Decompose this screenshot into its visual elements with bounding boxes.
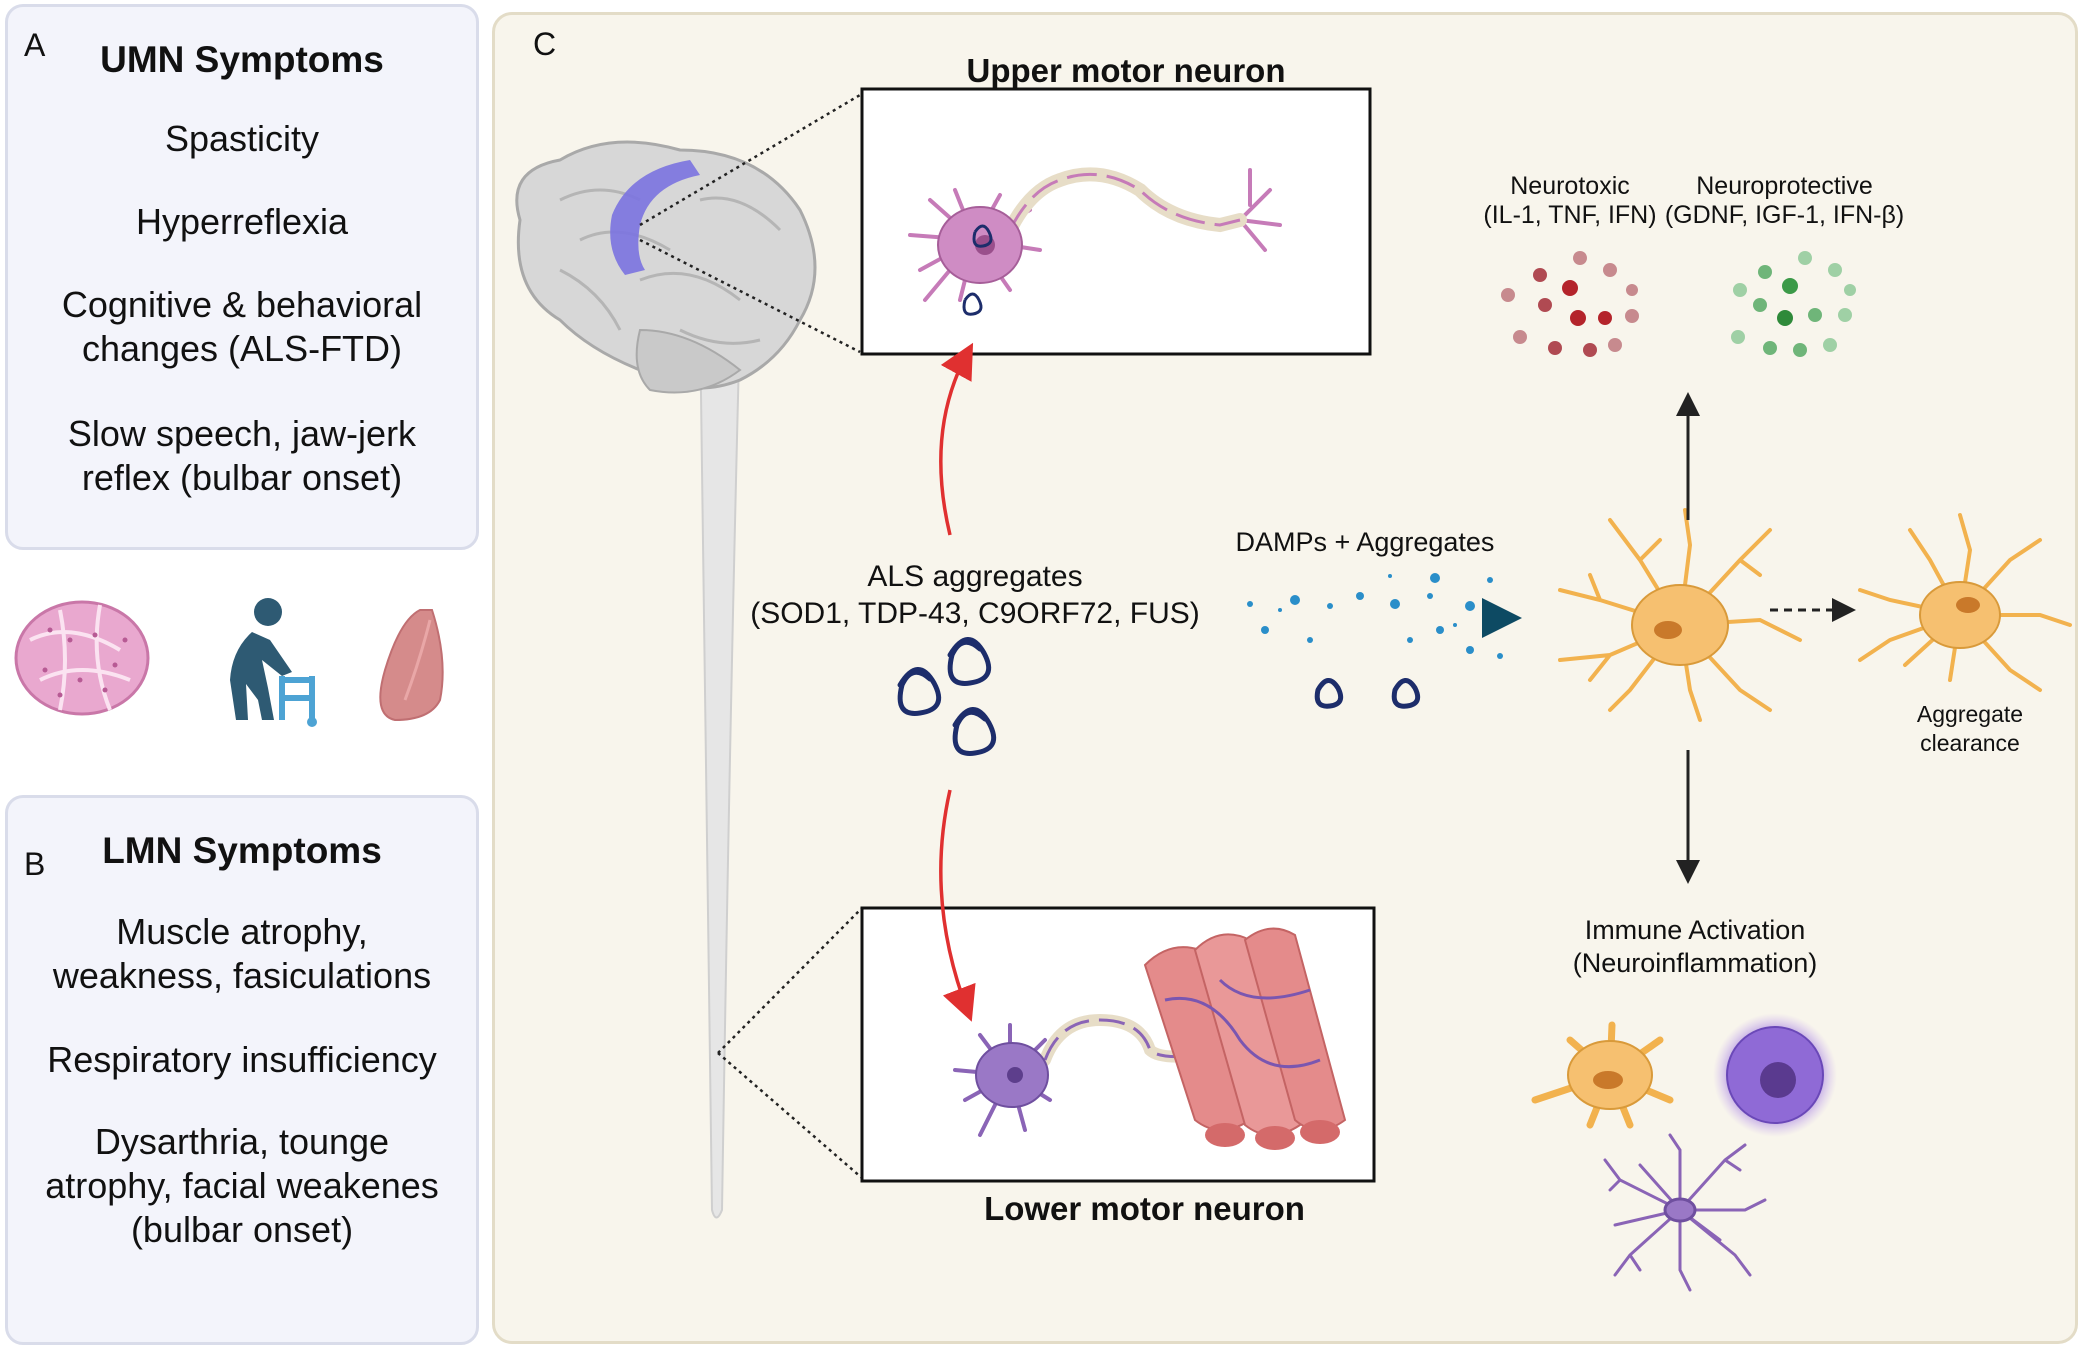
microglia-activated xyxy=(1558,508,1802,722)
als-aggregates-label: ALS aggregates (SOD1, TDP-43, C9ORF72, F… xyxy=(750,560,1200,630)
umn-symptom: Slow speech, jaw-jerk reflex (bulbar ons… xyxy=(67,413,417,498)
microglia-clearance xyxy=(1858,513,2072,692)
walker-person-icon xyxy=(230,598,317,727)
panel-b-letter: B xyxy=(24,846,46,882)
panel-c-letter: C xyxy=(533,26,557,62)
astrocyte-cell xyxy=(1531,1021,1674,1129)
lower-motor-neuron-box xyxy=(860,906,1376,1183)
upper-motor-neuron-label: Upper motor neuron xyxy=(966,52,1286,89)
muscle-fibers xyxy=(1143,927,1347,1150)
damps-dots xyxy=(1247,573,1503,659)
neurotoxic-dots xyxy=(1501,251,1639,357)
middle-icons xyxy=(14,598,444,727)
lower-motor-neuron-label: Lower motor neuron xyxy=(984,1190,1305,1227)
panel-a-letter: A xyxy=(24,27,46,63)
neurotoxic-label: Neurotoxic (IL-1, TNF, IFN) xyxy=(1483,172,1657,229)
panel-a: A UMN Symptoms Spasticity Hyperreflexia … xyxy=(5,4,479,550)
upper-motor-neuron-box xyxy=(860,87,1372,356)
neuroprotective-label: Neuroprotective (GDNF, IGF-1, IFN-β) xyxy=(1664,172,1905,229)
muscle-tissue-icon xyxy=(14,600,150,716)
macrophage-cell xyxy=(1713,1013,1837,1137)
umn-symptom: Spasticity xyxy=(164,118,320,159)
arrow-to-upper xyxy=(939,342,974,536)
panel-b-title: LMN Symptoms xyxy=(102,830,382,871)
aggregate-icons xyxy=(897,637,1421,756)
umn-symptom: Hyperreflexia xyxy=(135,201,349,242)
lmn-symptom: Respiratory insufficiency xyxy=(47,1039,437,1080)
immune-activation-label: Immune Activation (Neuroinflammation) xyxy=(1572,915,1818,978)
brain-spinal-cord xyxy=(515,93,863,1219)
umn-symptom: Cognitive & behavioral changes (ALS-FTD) xyxy=(61,284,423,369)
arrow-to-lower xyxy=(939,789,976,1022)
panel-a-title: UMN Symptoms xyxy=(100,39,384,80)
panel-b: B LMN Symptoms Muscle atrophy, weakness,… xyxy=(5,795,479,1345)
neuroprotective-dots xyxy=(1731,251,1856,357)
lmn-symptom: Muscle atrophy, weakness, fasiculations xyxy=(52,911,432,996)
motor-cortex xyxy=(610,160,700,275)
lmn-symptom: Dysarthria, tounge atrophy, facial weake… xyxy=(45,1121,439,1250)
damps-label: DAMPs + Aggregates xyxy=(1235,527,1495,557)
aggregate-clearance-label: Aggregate clearance xyxy=(1916,701,2024,756)
lung-icon xyxy=(379,609,444,722)
oligodendrocyte-cell xyxy=(1603,1133,1767,1292)
